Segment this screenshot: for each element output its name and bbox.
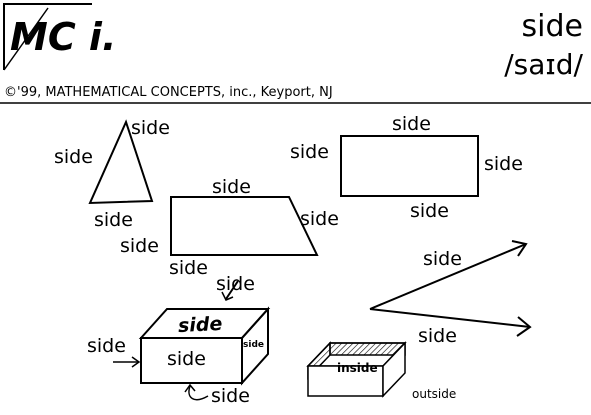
quadrilateral-shape	[170, 196, 319, 256]
quad-side-label-bottom: side	[169, 257, 208, 279]
box-top-label: side	[177, 313, 223, 337]
angle-side-label-lower: side	[418, 325, 457, 347]
tray-outer-right	[382, 341, 406, 398]
quadrilateral: side side side side	[120, 176, 339, 279]
copyright: ©'99, MATHEMATICAL CONCEPTS, inc., Keypo…	[4, 85, 333, 100]
angle: side side	[369, 240, 532, 347]
logo-text: MC i.	[10, 15, 116, 59]
box-right-label: side	[243, 340, 264, 350]
tray-inside-label: inside	[337, 361, 378, 375]
rectangle-side-label-right: side	[484, 153, 523, 175]
rectangle-side-label-bottom: side	[410, 200, 449, 222]
pointer-arrow-bottom	[188, 385, 209, 401]
quad-side-label-left: side	[120, 235, 159, 257]
angle-ray-upper	[369, 243, 527, 310]
pointer-arrowhead-left	[131, 356, 141, 368]
quad-side-label-top: side	[212, 176, 251, 198]
box-front-label: side	[167, 348, 206, 370]
tray-outside-label: outside	[412, 387, 456, 401]
tray-inner-back-wall	[329, 342, 406, 356]
rectangle-side-label-top: side	[392, 113, 431, 135]
open-tray: inside outside	[306, 341, 456, 401]
pronunciation: /saɪd/	[504, 48, 583, 81]
pointer-arrow-top	[225, 280, 239, 300]
logo: MC i.	[3, 3, 116, 71]
pointer-arrowhead-top	[221, 291, 234, 301]
triangle-side-label-left: side	[54, 146, 93, 168]
word-title: side	[522, 9, 583, 44]
pointer-arrowhead-bottom	[184, 383, 196, 393]
box: side side side side side side	[87, 273, 271, 407]
triangle: side side side	[54, 117, 170, 231]
arrowhead-lower	[516, 316, 532, 337]
angle-ray-lower	[369, 308, 531, 328]
rectangle-shape	[340, 135, 479, 197]
triangle-shape	[88, 119, 154, 205]
rectangle: side side side side	[290, 113, 523, 222]
rectangle-side-label-left: side	[290, 141, 329, 163]
triangle-side-label-bottom: side	[94, 209, 133, 231]
quad-side-label-right: side	[300, 208, 339, 230]
box-right-face	[241, 306, 269, 386]
angle-side-label-upper: side	[423, 248, 462, 270]
box-side-label-bottom: side	[211, 385, 250, 407]
arrowhead-upper	[511, 240, 528, 257]
box-side-label-left: side	[87, 335, 126, 357]
triangle-side-label-right: side	[131, 117, 170, 139]
